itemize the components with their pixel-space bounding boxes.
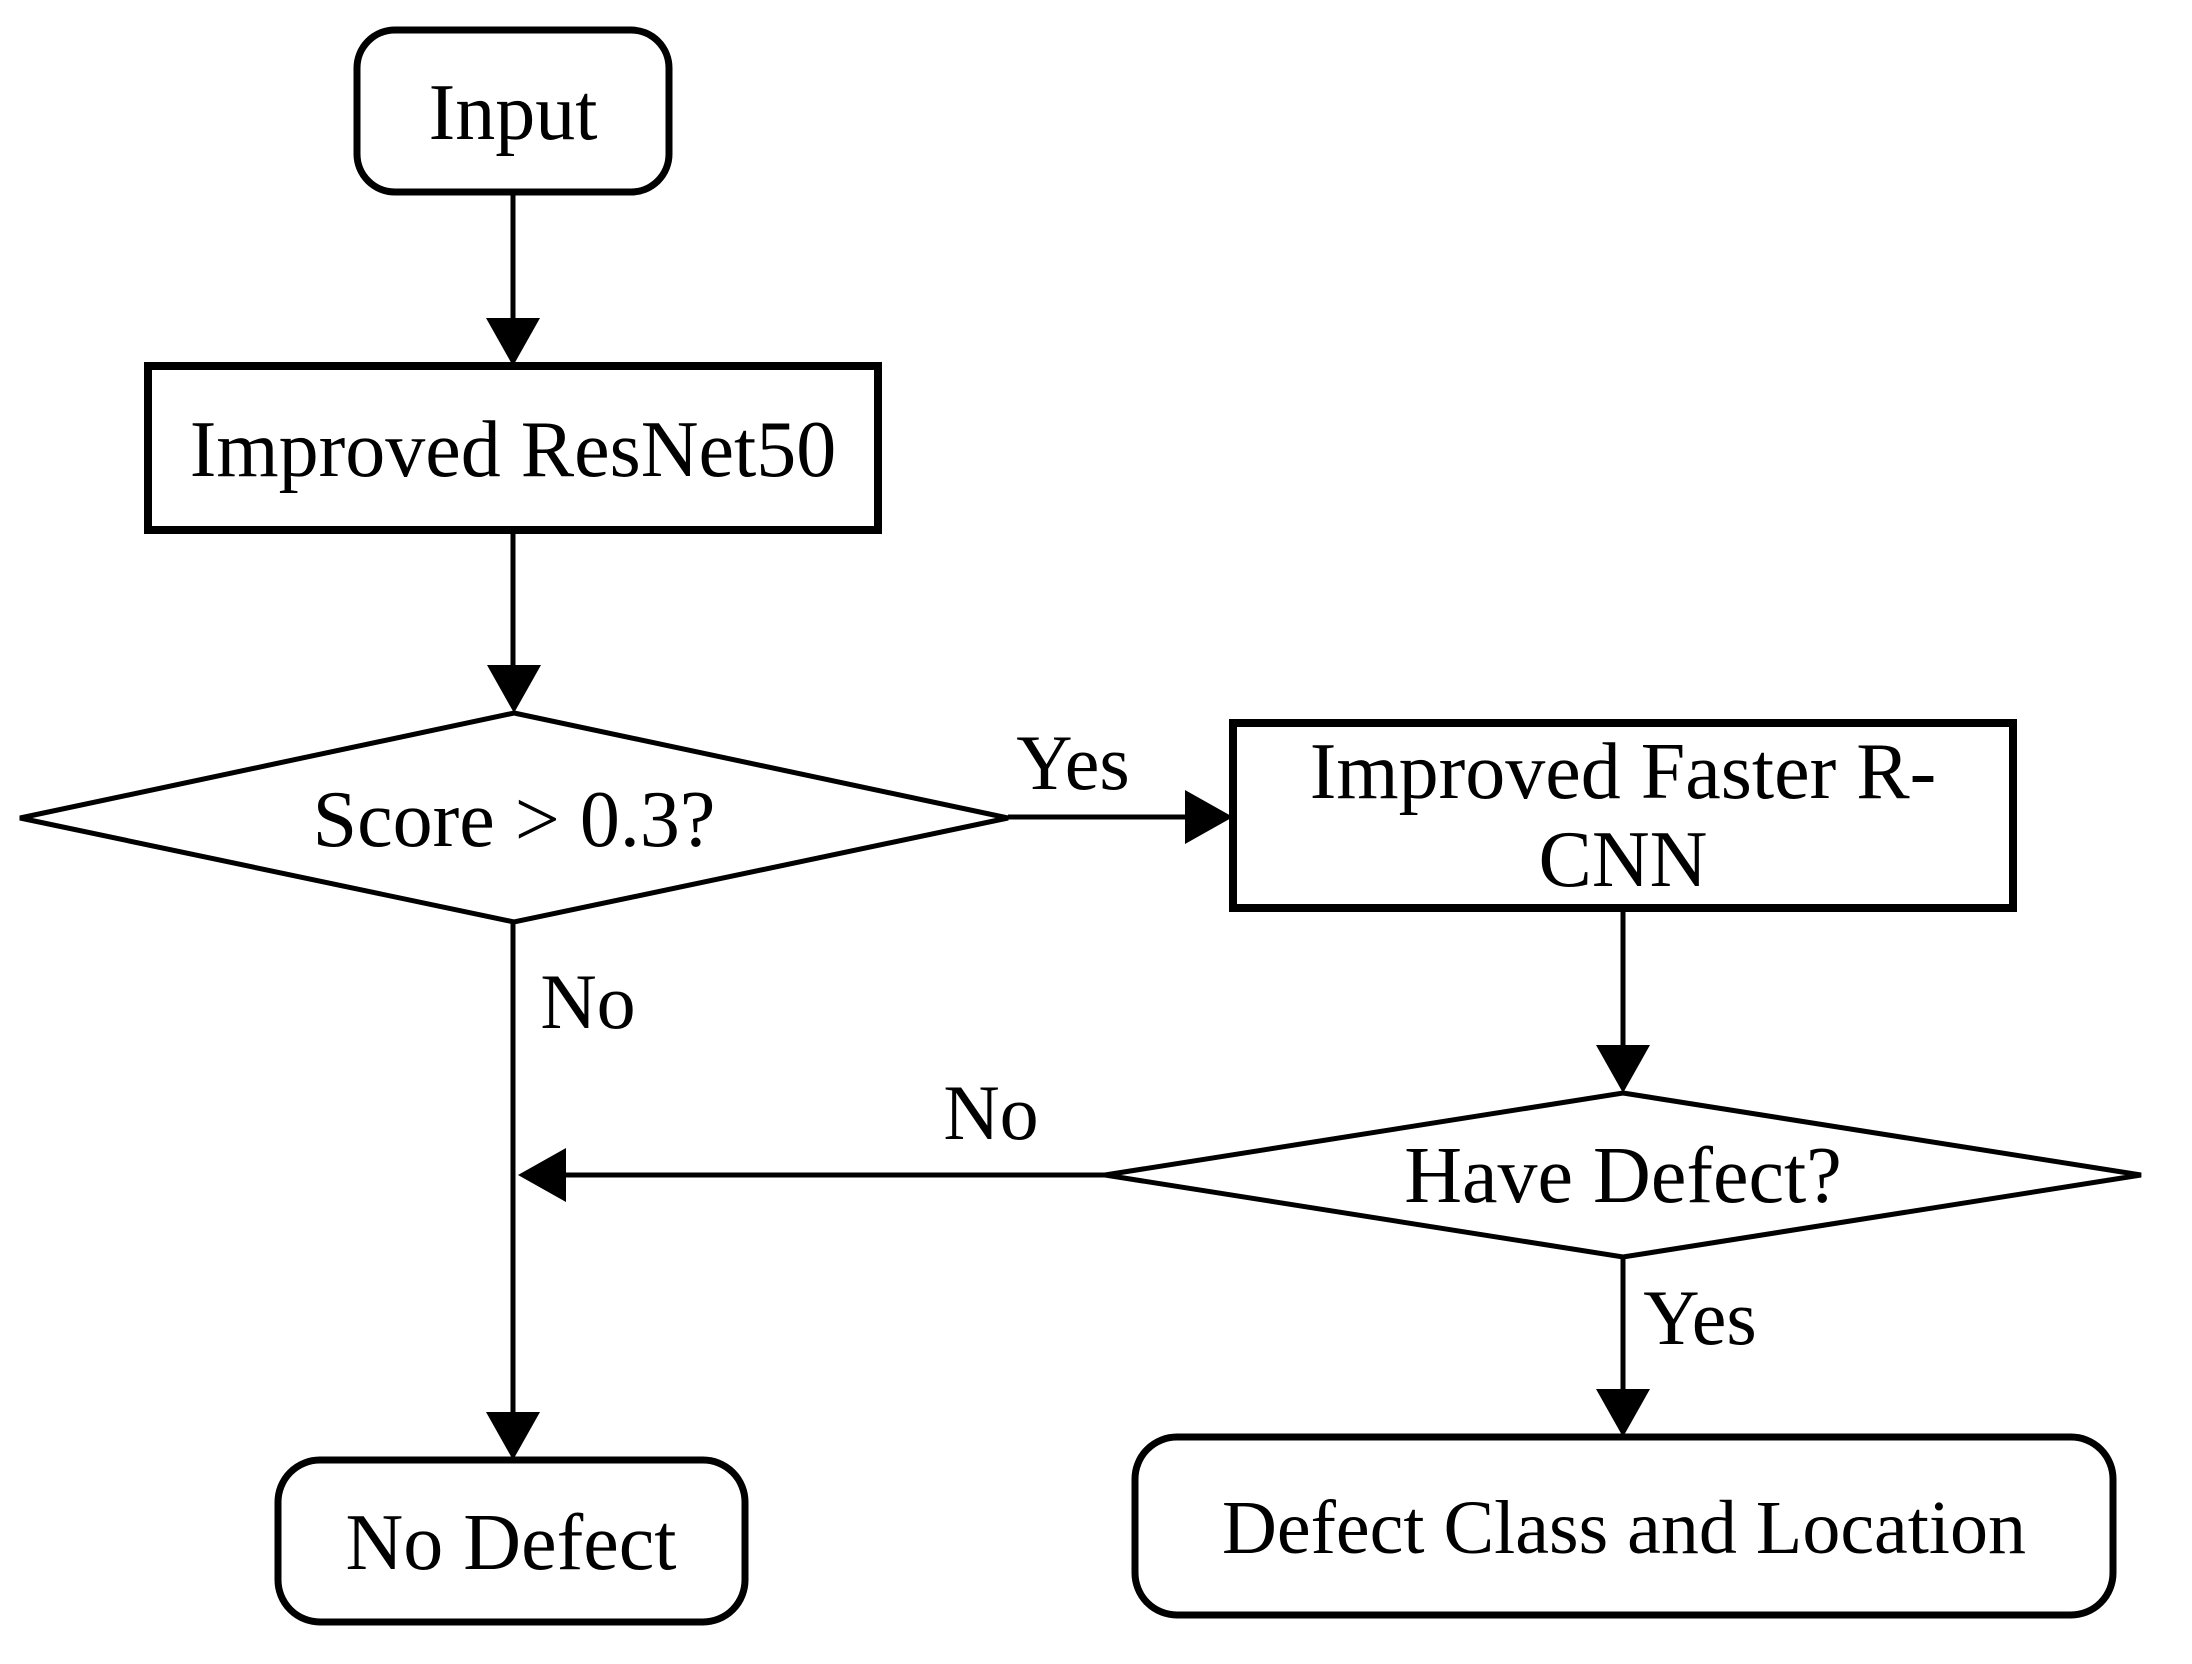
arrowhead-score-no-to-nodefect <box>486 1412 540 1460</box>
node-havedefect-shape <box>1104 1090 2142 1260</box>
arrowhead-input-to-resnet <box>486 318 540 366</box>
node-havedefect-label: Have Defect? <box>1404 1132 1842 1220</box>
node-input-shape <box>353 26 673 196</box>
edge-label-score-yes: Yes <box>1016 719 1130 806</box>
node-score-label: Score > 0.3? <box>312 776 716 864</box>
node-nodefect-shape <box>274 1456 749 1626</box>
node-frcnn-label-line2: CNN <box>1538 816 1708 904</box>
arrowhead-resnet-to-score <box>487 665 541 713</box>
arrowhead-score-yes-to-frcnn <box>1185 790 1233 844</box>
node-resnet-shape <box>144 362 882 534</box>
node-score-shape <box>19 710 1009 925</box>
node-input-label: Input <box>428 69 598 157</box>
node-resnet-label: Improved ResNet50 <box>189 406 837 494</box>
node-frcnn-label: Improved Faster R- CNN <box>1310 728 1937 904</box>
arrowhead-havedefect-yes-to-defectclass <box>1596 1389 1650 1437</box>
arrowhead-frcnn-to-havedefect <box>1596 1045 1650 1093</box>
node-defectclass-shape <box>1131 1433 2117 1619</box>
arrowhead-havedefect-no-return <box>518 1148 566 1202</box>
edge-label-havedefect-no: No <box>943 1069 1039 1156</box>
edge-label-score-no: No <box>540 958 636 1045</box>
node-defectclass-label: Defect Class and Location <box>1221 1486 2027 1570</box>
edge-label-havedefect-yes: Yes <box>1643 1274 1757 1361</box>
node-frcnn-shape <box>1229 719 2017 912</box>
node-nodefect-label: No Defect <box>345 1499 677 1587</box>
node-frcnn-label-line1: Improved Faster R- <box>1309 728 1937 816</box>
